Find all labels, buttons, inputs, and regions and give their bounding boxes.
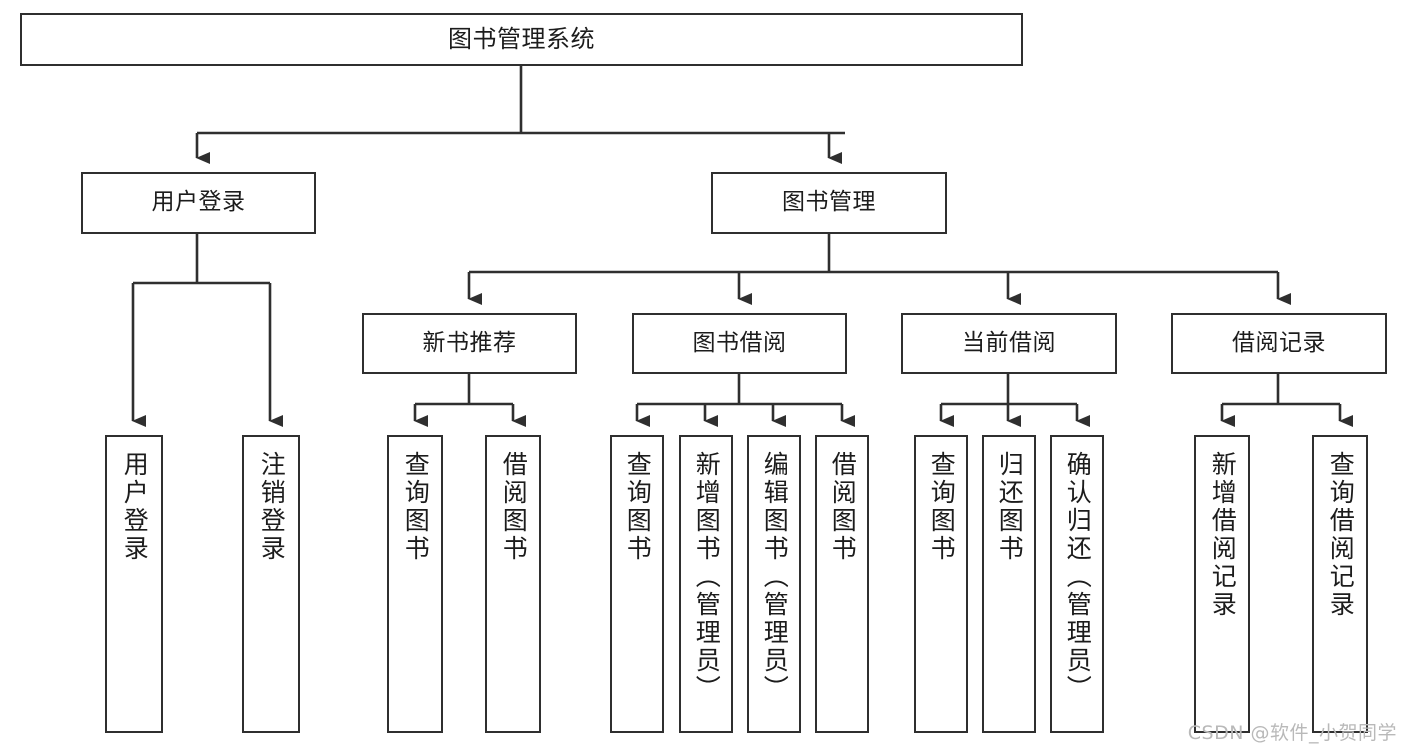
leaf-book-borrow-query-book[interactable]: 查询图书 <box>610 435 664 733</box>
node-label: 查询图书 <box>623 451 653 563</box>
node-label: 借阅图书 <box>828 451 858 563</box>
node-label: 图书借阅 <box>692 329 787 356</box>
leaf-book-borrow-edit-book[interactable]: 编辑图书（管理员） <box>747 435 801 733</box>
node-root-system[interactable]: 图书管理系统 <box>20 13 1023 66</box>
node-label: 用户登录 <box>120 451 150 563</box>
node-label: 当前借阅 <box>962 329 1056 356</box>
node-borrow-record[interactable]: 借阅记录 <box>1171 313 1387 374</box>
node-label: 归还图书 <box>995 451 1025 563</box>
node-label: 编辑图书（管理员） <box>760 451 790 703</box>
node-label: 查询图书 <box>401 451 431 563</box>
node-label: 新增图书（管理员） <box>692 451 722 703</box>
leaf-new-book-borrow-book[interactable]: 借阅图书 <box>485 435 541 733</box>
node-new-book-recommend[interactable]: 新书推荐 <box>362 313 577 374</box>
node-label: 查询借阅记录 <box>1326 451 1356 619</box>
node-book-borrow[interactable]: 图书借阅 <box>632 313 847 374</box>
leaf-current-borrow-query-book[interactable]: 查询图书 <box>914 435 968 733</box>
leaf-user-login-signout[interactable]: 注销登录 <box>242 435 300 733</box>
node-label: 查询图书 <box>927 451 957 563</box>
node-label: 借阅记录 <box>1232 329 1326 356</box>
node-label: 图书管理 <box>782 189 876 216</box>
leaf-borrow-record-query-record[interactable]: 查询借阅记录 <box>1312 435 1368 733</box>
node-label: 用户登录 <box>151 189 246 216</box>
leaf-current-borrow-confirm-return[interactable]: 确认归还（管理员） <box>1050 435 1104 733</box>
node-label: 新书推荐 <box>422 329 517 356</box>
node-label: 注销登录 <box>257 451 287 563</box>
node-label: 借阅图书 <box>499 451 529 563</box>
node-label: 新增借阅记录 <box>1208 451 1238 619</box>
leaf-user-login-signin[interactable]: 用户登录 <box>105 435 163 733</box>
node-book-management[interactable]: 图书管理 <box>711 172 947 234</box>
node-user-login[interactable]: 用户登录 <box>81 172 316 234</box>
leaf-new-book-query-book[interactable]: 查询图书 <box>387 435 443 733</box>
node-current-borrow[interactable]: 当前借阅 <box>901 313 1117 374</box>
leaf-borrow-record-add-record[interactable]: 新增借阅记录 <box>1194 435 1250 733</box>
node-label: 图书管理系统 <box>448 25 595 54</box>
leaf-current-borrow-return-book[interactable]: 归还图书 <box>982 435 1036 733</box>
watermark: CSDN @软件_小贺同学 <box>1187 722 1397 744</box>
leaf-book-borrow-borrow-book[interactable]: 借阅图书 <box>815 435 869 733</box>
leaf-book-borrow-add-book[interactable]: 新增图书（管理员） <box>679 435 733 733</box>
node-label: 确认归还（管理员） <box>1063 451 1093 703</box>
